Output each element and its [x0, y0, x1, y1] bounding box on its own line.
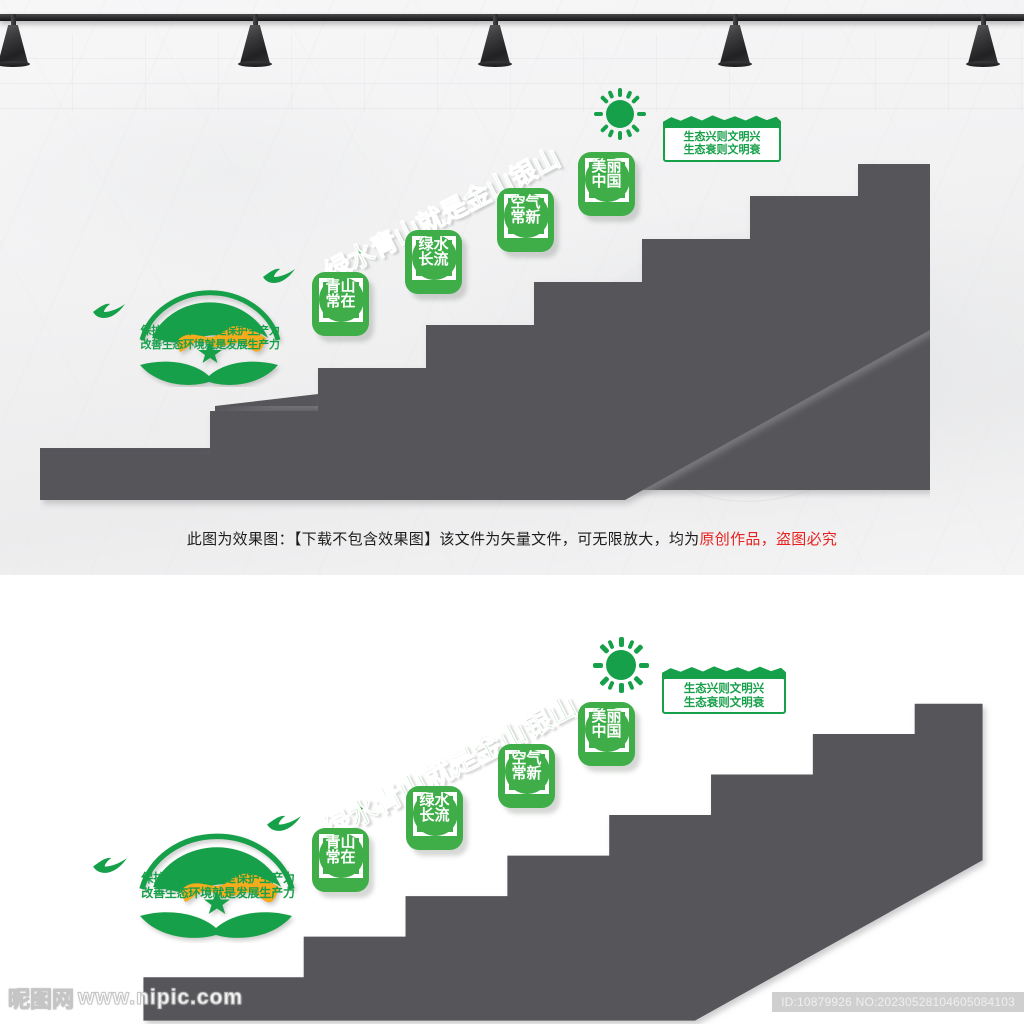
badge-line-1: 空气	[510, 193, 541, 211]
badge-kongqi-changxin: 空气 常新	[498, 744, 560, 814]
badge-lvshui-changliu: 绿水 长流	[405, 230, 467, 300]
image-id-watermark: ID:10879926 NO:20230528104605084103	[772, 992, 1024, 1012]
badge-meili-zhongguo: 美丽 中国	[578, 152, 640, 222]
vector-panel: 保护生态环境就是保护生产力 改善生态环境就是发展生产力 绿水青山就是金山银山	[0, 575, 1024, 1024]
track-light-icon	[232, 14, 278, 67]
badge-line-2: 常新	[511, 764, 542, 783]
brick-courses	[0, 34, 1024, 112]
mountain-silhouette-icon	[663, 115, 781, 128]
light-track-rail	[0, 14, 1024, 21]
open-book-icon	[140, 912, 292, 938]
badge-line-1: 美丽	[591, 707, 622, 725]
badge-line-2: 常在	[325, 292, 356, 311]
site-url: www.nipic.com	[78, 986, 244, 1010]
mountain-silhouette-icon	[662, 666, 786, 679]
banner-line-2: 生态衰则文明衰	[683, 694, 765, 709]
sun-icon	[594, 88, 646, 140]
staircase-silhouette	[143, 703, 983, 1021]
badge-line-1: 绿水	[419, 791, 450, 809]
site-name-cn: 昵图网	[7, 987, 75, 1013]
badge-meili-zhongguo: 美丽 中国	[578, 702, 640, 772]
badge-line-1: 青山	[325, 277, 356, 295]
badge-line-2: 常新	[510, 208, 541, 227]
track-light-icon	[0, 14, 36, 67]
badge-line-1: 空气	[511, 749, 542, 767]
badge-line-1: 青山	[325, 833, 356, 851]
badge-qingshan-changzai: 青山 常在	[312, 272, 374, 342]
banner-line-1: 生态兴则文明兴	[683, 130, 761, 143]
star-icon	[204, 891, 230, 914]
track-light-icon	[712, 14, 758, 67]
badge-line-2: 中国	[591, 722, 622, 741]
badge-line-1: 美丽	[591, 157, 622, 175]
caption-highlight: 原创作品，盗图必究	[699, 531, 838, 548]
emblem-text: 保护生态环境就是保护生产力 改善生态环境就是发展生产力	[108, 871, 328, 901]
mockup-panel: 保护生态环境就是保护生产力 改善生态环境就是发展生产力 绿水青山就是金山银山	[0, 0, 1024, 575]
badge-line-2: 长流	[419, 806, 450, 825]
site-watermark: 昵图网 www.nipic.com	[7, 982, 244, 1014]
badge-line-2: 常在	[325, 848, 356, 867]
caption-prefix: 此图为效果图：【下载不包含效果图】该文件为矢量文件，可无限放大，均为	[186, 531, 700, 548]
preview-caption: 此图为效果图：【下载不包含效果图】该文件为矢量文件，可无限放大，均为原创作品，盗…	[0, 528, 1024, 549]
banner-line-2: 生态衰则文明衰	[683, 142, 761, 156]
rainbow-arch-icon	[139, 833, 295, 890]
seagull-icon	[93, 303, 125, 318]
seagull-icon	[267, 815, 301, 831]
emblem-line-1: 保护生态环境就是保护生产力	[140, 324, 280, 337]
emblem-line-1: 保护生态环境就是保护生产力	[141, 871, 295, 885]
sun-icon	[593, 637, 649, 693]
ecology-emblem: 保护生态环境就是保护生产力 改善生态环境就是发展生产力	[110, 262, 310, 387]
rainbow-arch-icon	[139, 290, 281, 341]
ecology-emblem: 保护生态环境就是保护生产力 改善生态环境就是发展生产力	[108, 803, 328, 943]
badge-line-2: 中国	[591, 172, 622, 191]
arch-fill-orange	[180, 873, 279, 903]
badge-kongqi-changxin: 空气 常新	[497, 188, 559, 258]
emblem-text: 保护生态环境就是保护生产力 改善生态环境就是发展生产力	[110, 324, 310, 352]
badge-line-1: 绿水	[418, 235, 449, 253]
open-book-icon	[140, 361, 278, 385]
track-light-icon	[472, 14, 518, 67]
track-light-icon	[960, 14, 1006, 67]
arch-fill-orange	[176, 325, 266, 352]
seagull-icon	[93, 857, 127, 873]
badge-line-2: 长流	[418, 250, 449, 269]
staircase-silhouette	[40, 164, 930, 500]
emblem-line-2: 改善生态环境就是发展生产力	[141, 886, 295, 900]
badge-qingshan-changzai: 青山 常在	[312, 828, 374, 898]
badge-lvshui-changliu: 绿水 长流	[406, 786, 468, 856]
seagull-icon	[263, 268, 295, 283]
banner-line-1: 生态兴则文明兴	[683, 681, 765, 695]
emblem-line-2: 改善生态环境就是发展生产力	[140, 337, 280, 351]
star-icon	[198, 342, 222, 363]
